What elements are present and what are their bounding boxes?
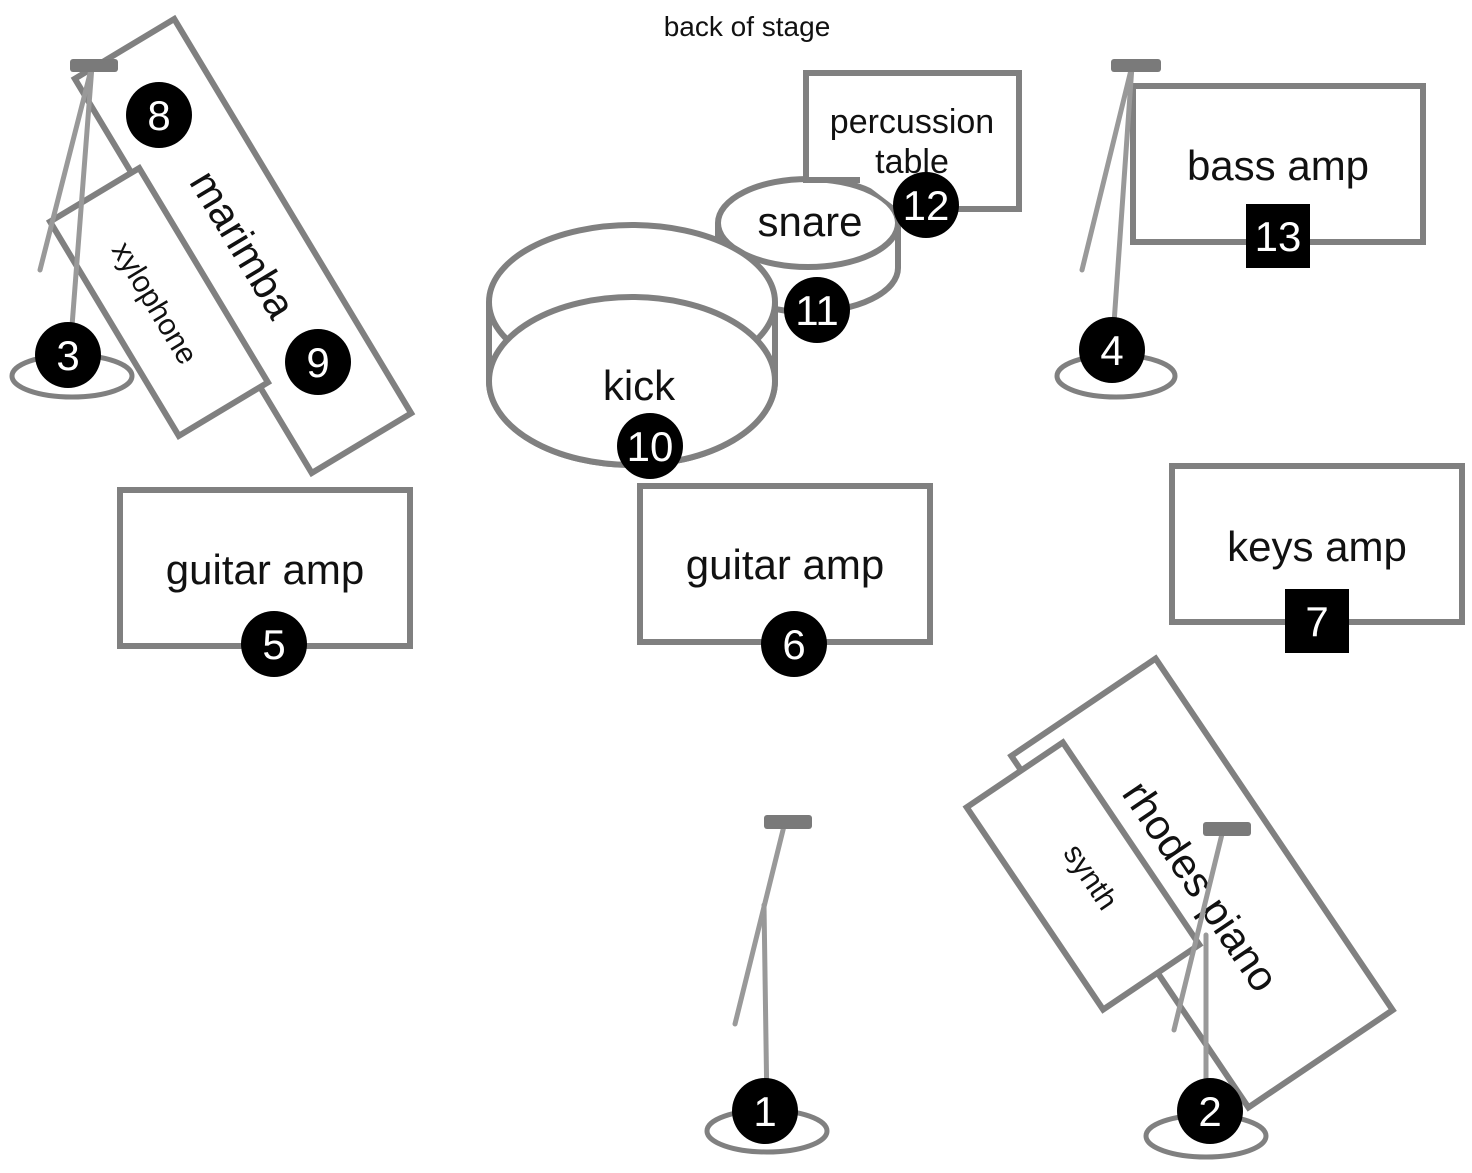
mic-stand-pole xyxy=(67,63,95,355)
mic-boom-arm xyxy=(37,63,95,273)
mic-boom-arm xyxy=(1171,827,1226,1033)
mic-boom-arm xyxy=(732,823,787,1027)
kick-drum: kick xyxy=(486,222,778,468)
mic-clip-icon xyxy=(1111,59,1161,72)
keys-amp-label: keys amp xyxy=(1227,523,1407,570)
input-badge-circle xyxy=(126,82,192,148)
percussion-table: percussion table xyxy=(803,70,1022,212)
input-badge-6: 6 xyxy=(761,611,827,677)
input-badge-number: 13 xyxy=(1255,213,1302,260)
input-badge-circle xyxy=(1177,1078,1243,1144)
input-badge-circle xyxy=(35,322,101,388)
input-badge-3: 3 xyxy=(35,322,101,388)
percussion-table-outline xyxy=(803,70,1022,212)
input-badge-number: 11 xyxy=(795,287,839,334)
input-badge-circle xyxy=(893,172,959,238)
input-badge-12: 12 xyxy=(893,172,959,238)
input-badge-circle xyxy=(285,329,351,395)
synth: synth xyxy=(962,738,1204,1014)
kick-label: kick xyxy=(603,362,676,409)
input-badge-number: 3 xyxy=(56,332,79,379)
input-badge-number: 12 xyxy=(903,182,950,229)
percussion-table-label-line1: percussion xyxy=(830,103,994,141)
mic-stand-pole xyxy=(761,902,770,1113)
input-badge-number: 2 xyxy=(1198,1088,1221,1135)
input-badge-number: 4 xyxy=(1100,327,1123,374)
input-badge-5: 5 xyxy=(241,611,307,677)
mic-stand-pole xyxy=(1109,63,1135,355)
input-badge-13: 13 xyxy=(1246,204,1310,268)
input-badge-10: 10 xyxy=(617,413,683,479)
guitar-amp-left-outline xyxy=(117,487,413,649)
guitar-amp-center-label: guitar amp xyxy=(686,541,884,588)
input-badge-8: 8 xyxy=(126,82,192,148)
mic-boom-arm xyxy=(1079,63,1135,273)
input-badge-square xyxy=(1285,589,1349,653)
input-badge-11: 11 xyxy=(784,277,850,343)
guitar-amp-left-label: guitar amp xyxy=(166,546,364,593)
input-badge-2: 2 xyxy=(1177,1078,1243,1144)
snare-drum: snare xyxy=(715,176,901,315)
guitar-amp-left: guitar amp xyxy=(117,487,413,649)
input-badge-circle xyxy=(617,413,683,479)
input-badge-circle xyxy=(732,1078,798,1144)
input-badge-number: 6 xyxy=(782,621,805,668)
mic-clip-icon xyxy=(70,59,118,72)
snare-label: snare xyxy=(757,198,862,245)
input-badge-9: 9 xyxy=(285,329,351,395)
input-badge-number: 8 xyxy=(147,92,170,139)
input-badge-number: 7 xyxy=(1305,598,1328,645)
input-badge-square xyxy=(1246,204,1310,268)
mic-clip-icon xyxy=(1203,822,1251,836)
mic-clip-icon xyxy=(764,815,812,829)
xylophone-outline xyxy=(45,163,273,441)
synth-outline xyxy=(962,738,1204,1014)
input-badge-4: 4 xyxy=(1079,317,1145,383)
input-badge-circle xyxy=(784,277,850,343)
input-badge-circle xyxy=(1079,317,1145,383)
input-badge-number: 10 xyxy=(627,423,674,470)
input-badge-number: 1 xyxy=(753,1088,776,1135)
input-badge-circle xyxy=(241,611,307,677)
input-badge-1: 1 xyxy=(732,1078,798,1144)
input-badge-circle xyxy=(761,611,827,677)
input-badge-7: 7 xyxy=(1285,589,1349,653)
back-of-stage-label: back of stage xyxy=(664,11,831,42)
input-badge-number: 9 xyxy=(306,339,329,386)
bass-amp-label: bass amp xyxy=(1187,142,1369,189)
input-badge-number: 5 xyxy=(262,621,285,668)
